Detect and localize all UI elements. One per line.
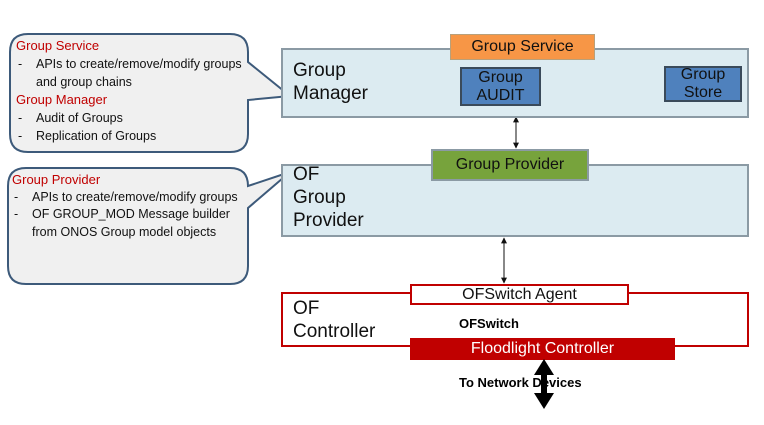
callout-top-manager-item: Replication of Groups [16,127,242,145]
callout-bottom-item: OF GROUP_MOD Message builder from ONOS G… [12,206,244,241]
callout-bottom-list: APIs to create/remove/modify groups OF G… [12,189,244,242]
group-audit-box: Group AUDIT [460,67,541,106]
group-store-box: Group Store [664,66,742,102]
callout-top-heading-manager: Group Manager [16,92,108,107]
ofswitch-label: OFSwitch [459,316,519,331]
callout-bottom: Group Provider APIs to create/remove/mod… [12,171,244,241]
callout-bottom-item: APIs to create/remove/modify groups [12,189,244,207]
group-provider-tag: Group Provider [431,149,589,181]
to-network-devices-label: To Network Devices [459,375,582,390]
network-double-arrow [534,359,554,409]
callout-top: Group Service APIs to create/remove/modi… [16,37,242,145]
ofswitch-agent-box: OFSwitch Agent [410,284,629,305]
callout-top-heading-service: Group Service [16,38,100,53]
of-controller-title: OF Controller [293,298,376,342]
group-manager-title: Group Manager [293,60,368,104]
callout-top-manager-list: Audit of Groups Replication of Groups [16,109,242,145]
callout-bottom-heading: Group Provider [12,172,101,187]
floodlight-controller-box: Floodlight Controller [410,338,675,360]
group-service-tag: Group Service [450,34,595,60]
of-group-provider-title: OF Group Provider [293,164,364,231]
callout-top-manager-item: Audit of Groups [16,109,242,127]
callout-top-service-item: APIs to create/remove/modify groups and … [16,55,242,91]
callout-top-service-list: APIs to create/remove/modify groups and … [16,55,242,91]
